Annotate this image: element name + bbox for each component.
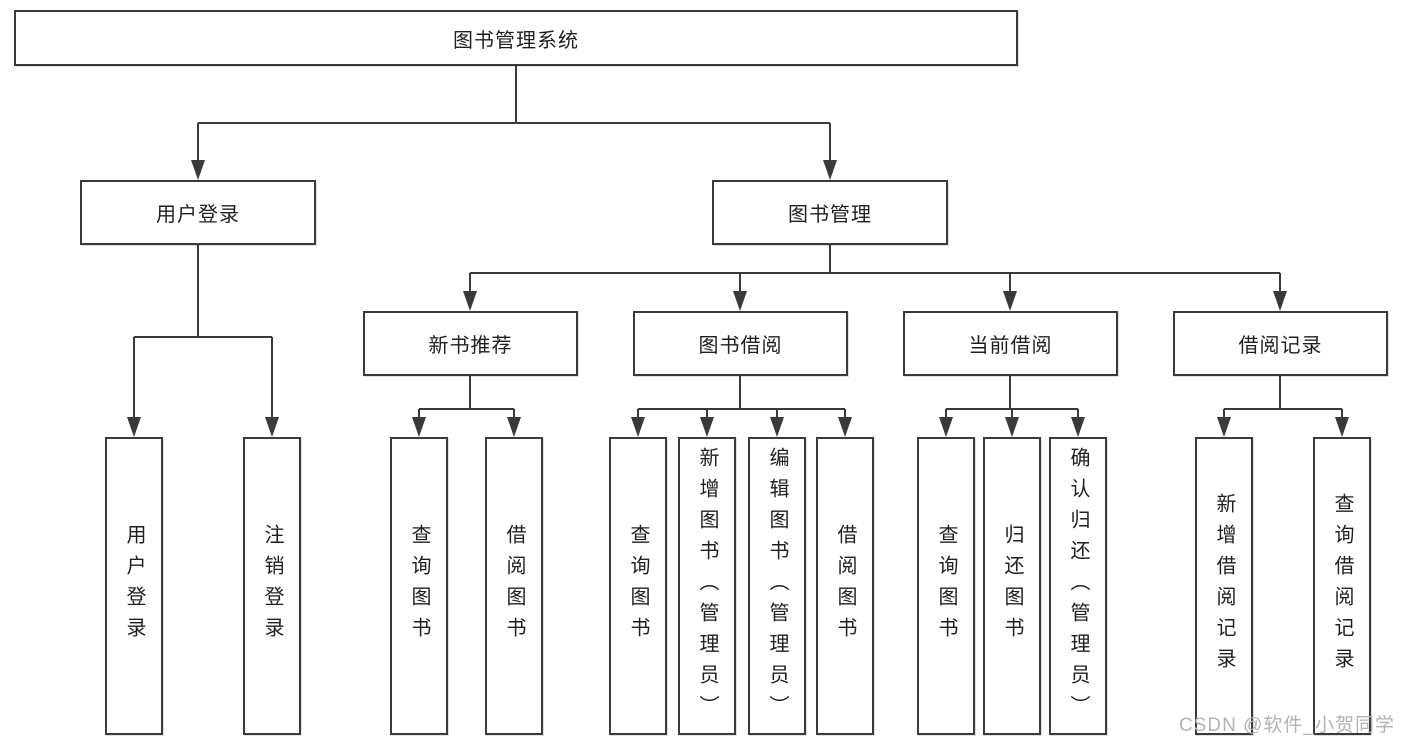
node-user-login: 用户登录 bbox=[80, 180, 316, 245]
arrow-down-icon bbox=[1273, 291, 1287, 311]
leaf-borrow-books-recommend: 借阅图书 bbox=[485, 437, 543, 735]
node-label: 图书管理系统 bbox=[453, 29, 579, 52]
arrow-down-icon bbox=[1071, 417, 1085, 437]
node-label: 当前借阅 bbox=[968, 335, 1053, 357]
arrow-down-icon bbox=[265, 417, 279, 437]
arrow-down-icon bbox=[1003, 291, 1017, 311]
arrow-down-icon bbox=[463, 291, 477, 311]
arrow-down-icon bbox=[631, 417, 645, 437]
leaf-query-books-borrow: 查询图书 bbox=[609, 437, 667, 735]
node-label: 查询借阅记录 bbox=[1331, 493, 1353, 679]
node-label: 新增图书（管理员） bbox=[696, 446, 718, 726]
arrow-down-icon bbox=[939, 417, 953, 437]
node-label: 查询图书 bbox=[627, 524, 649, 648]
node-label: 借阅图书 bbox=[503, 524, 525, 648]
leaf-query-books-current: 查询图书 bbox=[917, 437, 975, 735]
arrow-down-icon bbox=[823, 160, 837, 180]
leaf-logout: 注销登录 bbox=[243, 437, 301, 735]
arrowheads bbox=[127, 160, 1349, 437]
leaf-add-book-admin: 新增图书（管理员） bbox=[678, 437, 736, 735]
node-label: 用户登录 bbox=[156, 204, 240, 226]
tree-edges bbox=[133, 66, 1343, 420]
node-book-borrow: 图书借阅 bbox=[633, 311, 848, 376]
node-label: 借阅记录 bbox=[1238, 335, 1323, 357]
node-label: 用户登录 bbox=[123, 524, 145, 648]
leaf-add-borrow-record: 新增借阅记录 bbox=[1195, 437, 1253, 735]
node-label: 确认归还（管理员） bbox=[1067, 446, 1089, 726]
node-new-book-recommend: 新书推荐 bbox=[363, 311, 578, 376]
node-library-management-system: 图书管理系统 bbox=[14, 10, 1018, 66]
node-current-borrow: 当前借阅 bbox=[903, 311, 1118, 376]
leaf-query-books-recommend: 查询图书 bbox=[390, 437, 448, 735]
leaf-borrow-books: 借阅图书 bbox=[816, 437, 874, 735]
arrow-down-icon bbox=[1217, 417, 1231, 437]
arrow-down-icon bbox=[412, 417, 426, 437]
node-label: 查询图书 bbox=[408, 524, 430, 648]
leaf-user-login: 用户登录 bbox=[105, 437, 163, 735]
arrow-down-icon bbox=[700, 417, 714, 437]
leaf-query-borrow-record: 查询借阅记录 bbox=[1313, 437, 1371, 735]
arrow-down-icon bbox=[733, 291, 747, 311]
leaf-confirm-return-admin: 确认归还（管理员） bbox=[1049, 437, 1107, 735]
node-label: 图书管理 bbox=[788, 204, 872, 226]
arrow-down-icon bbox=[1335, 417, 1349, 437]
node-book-management: 图书管理 bbox=[712, 180, 948, 245]
node-label: 借阅图书 bbox=[834, 524, 856, 648]
arrow-down-icon bbox=[838, 417, 852, 437]
arrow-down-icon bbox=[191, 160, 205, 180]
leaf-return-books: 归还图书 bbox=[983, 437, 1041, 735]
arrow-down-icon bbox=[127, 417, 141, 437]
node-label: 注销登录 bbox=[261, 524, 283, 648]
node-label: 编辑图书（管理员） bbox=[766, 446, 788, 726]
arrow-down-icon bbox=[507, 417, 521, 437]
arrow-down-icon bbox=[1005, 417, 1019, 437]
node-label: 查询图书 bbox=[935, 524, 957, 648]
arrow-down-icon bbox=[770, 417, 784, 437]
node-borrow-record: 借阅记录 bbox=[1173, 311, 1388, 376]
node-label: 归还图书 bbox=[1001, 524, 1023, 648]
leaf-edit-book-admin: 编辑图书（管理员） bbox=[748, 437, 806, 735]
node-label: 新增借阅记录 bbox=[1213, 493, 1235, 679]
node-label: 新书推荐 bbox=[428, 335, 513, 357]
node-label: 图书借阅 bbox=[698, 335, 783, 357]
